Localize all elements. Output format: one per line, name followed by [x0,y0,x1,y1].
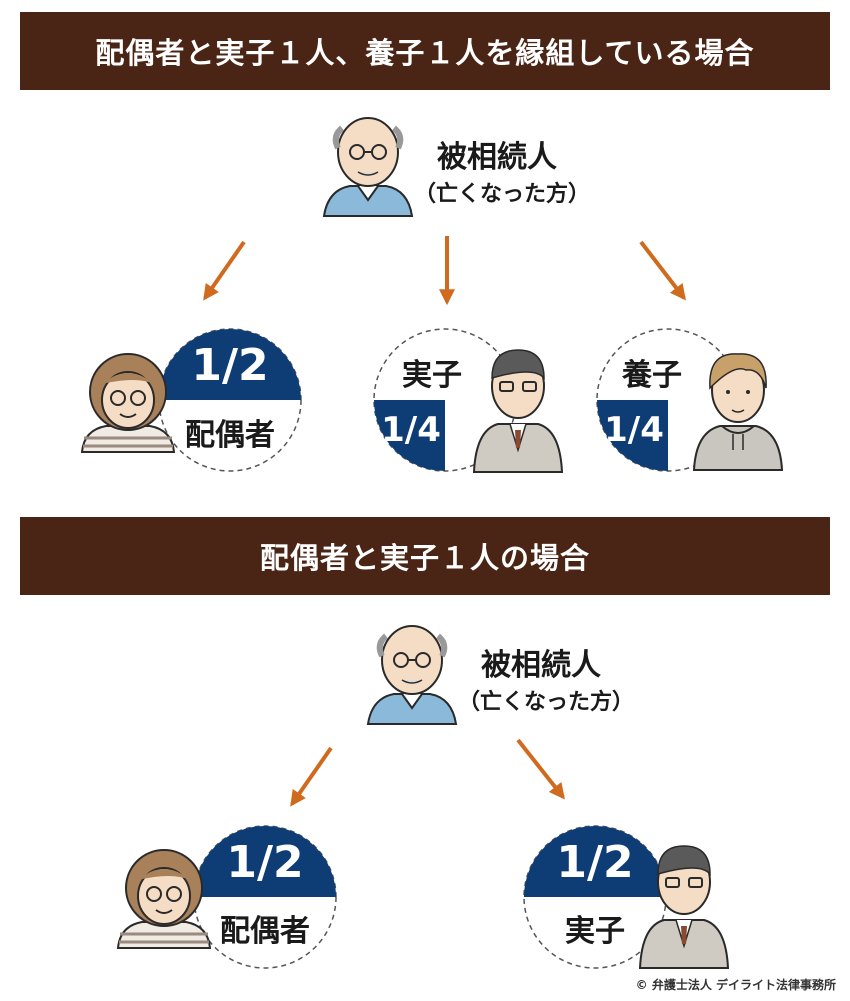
spouse-share: 1/2 [191,340,269,391]
adopted-child-share: 1/4 [604,410,664,450]
arrow-to-adopted-child [639,240,686,301]
spouse-icon [80,353,176,453]
spouse-role: 配偶者 [220,914,310,949]
section1-title: 配偶者と実子１人、養子１人を縁組している場合 [95,36,755,70]
decedent-icon [366,625,458,725]
decedent-note: （亡くなった方） [414,182,591,207]
adopted-child-icon [692,353,784,471]
child-role: 実子 [402,358,462,393]
arrow-to-spouse [290,746,333,807]
section2-title: 配偶者と実子１人の場合 [259,541,590,575]
arrow-to-child [516,738,565,800]
decedent-note: （亡くなった方） [458,690,635,715]
decedent-icon [322,117,414,217]
decedent-name: 被相続人 [437,140,557,175]
spouse-icon [116,849,212,949]
spouse-share-circle [193,825,337,969]
copyright-notice: © 弁護士法人 デイライト法律事務所 [635,978,836,992]
spouse-share: 1/2 [226,837,304,888]
decedent-name: 被相続人 [481,648,601,683]
child-share: 1/4 [381,410,441,450]
child-icon [638,845,730,969]
spouse-role: 配偶者 [185,418,275,453]
section1-title-banner: 配偶者と実子１人、養子１人を縁組している場合 [20,12,830,90]
child-icon [472,349,564,473]
child-share: 1/2 [556,837,634,888]
adopted-child-role: 養子 [622,358,682,393]
arrow-to-spouse [203,240,246,301]
section2-title-banner: 配偶者と実子１人の場合 [20,517,830,595]
child-role: 実子 [565,914,625,949]
